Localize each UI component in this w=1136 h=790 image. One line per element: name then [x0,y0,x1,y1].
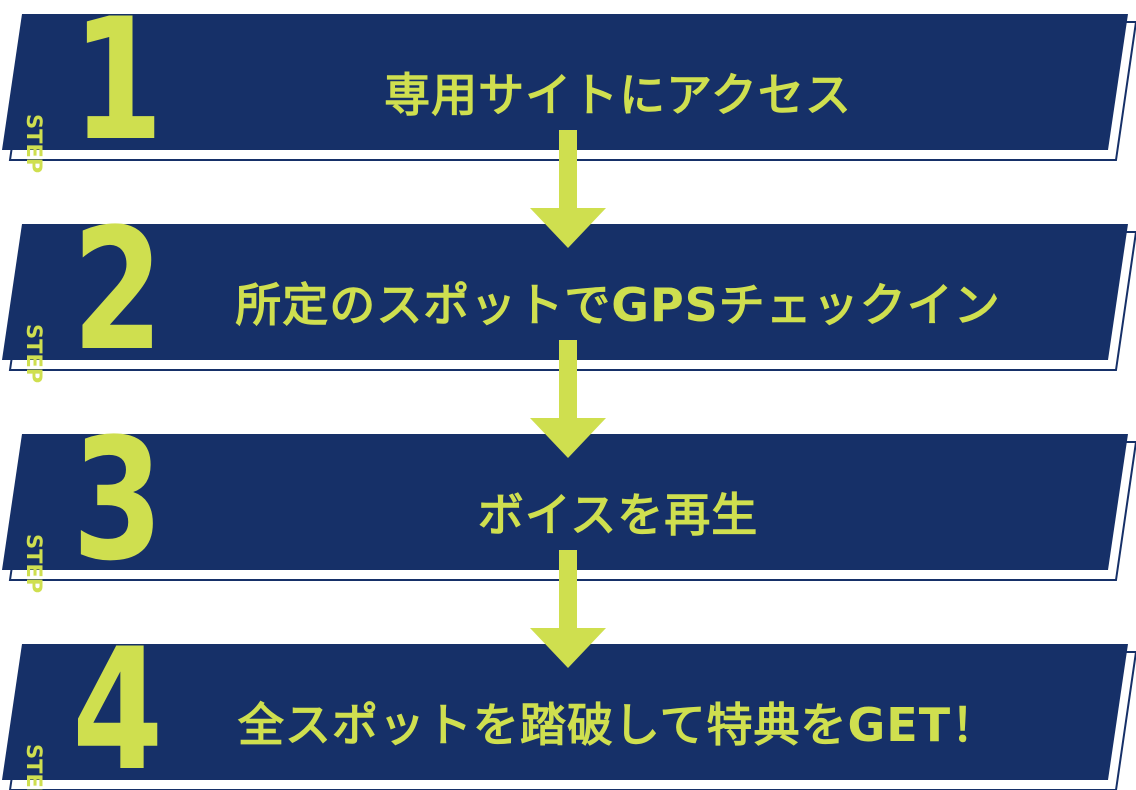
banner-shape [2,644,1136,790]
step-1-banner: STEP 1 専用サイトにアクセス [0,0,1136,174]
step-4-banner: STEP 4 全スポットを踏破して特典をGET！ [0,626,1136,790]
step-title: 全スポットを踏破して特典をGET！ [237,698,999,752]
arrow-down-icon [530,130,606,248]
step-3-banner: STEP 3 ボイスを再生 [0,416,1136,594]
step-title: ボイスを再生 [477,488,759,542]
step-number: 3 [72,402,164,598]
step-2-banner: STEP 2 所定のスポットでGPSチェックイン [0,206,1136,384]
step-label: STEP [22,114,46,174]
step-title: 専用サイトにアクセス [384,68,852,122]
step-number: 2 [72,192,164,388]
step-label: STEP [22,744,46,790]
step-title: 所定のスポットでGPSチェックイン [235,278,1001,332]
step-label: STEP [22,534,46,594]
arrow-down-icon [530,340,606,458]
step-number: 4 [72,612,164,790]
step-number: 1 [72,0,164,178]
banner-shape [2,434,1136,581]
step-label: STEP [22,324,46,384]
banner-shape [2,224,1136,371]
arrow-down-icon [530,550,606,668]
banner-shape [2,14,1136,161]
